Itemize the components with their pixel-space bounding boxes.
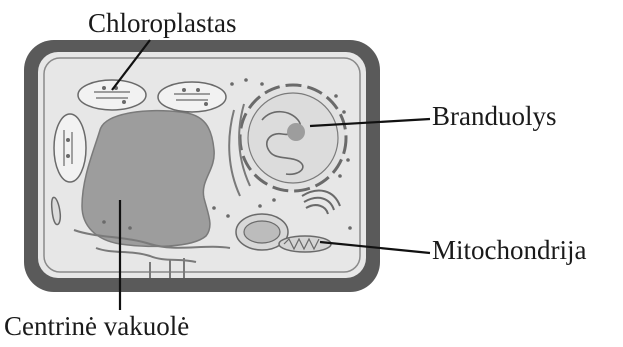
label-central-vacuole: Centrinė vakuolė [4,313,189,340]
chloroplast [54,114,86,182]
chloroplast [78,80,146,110]
label-mitochondria: Mitochondrija [432,237,586,264]
central-vacuole [82,111,214,247]
nucleolus [287,123,305,141]
mitochondrion [279,236,331,252]
label-nucleus: Branduolys [432,103,557,130]
label-chloroplast: Chloroplastas [88,10,237,37]
chloroplast [158,82,226,112]
vesicle-inner [244,221,280,243]
